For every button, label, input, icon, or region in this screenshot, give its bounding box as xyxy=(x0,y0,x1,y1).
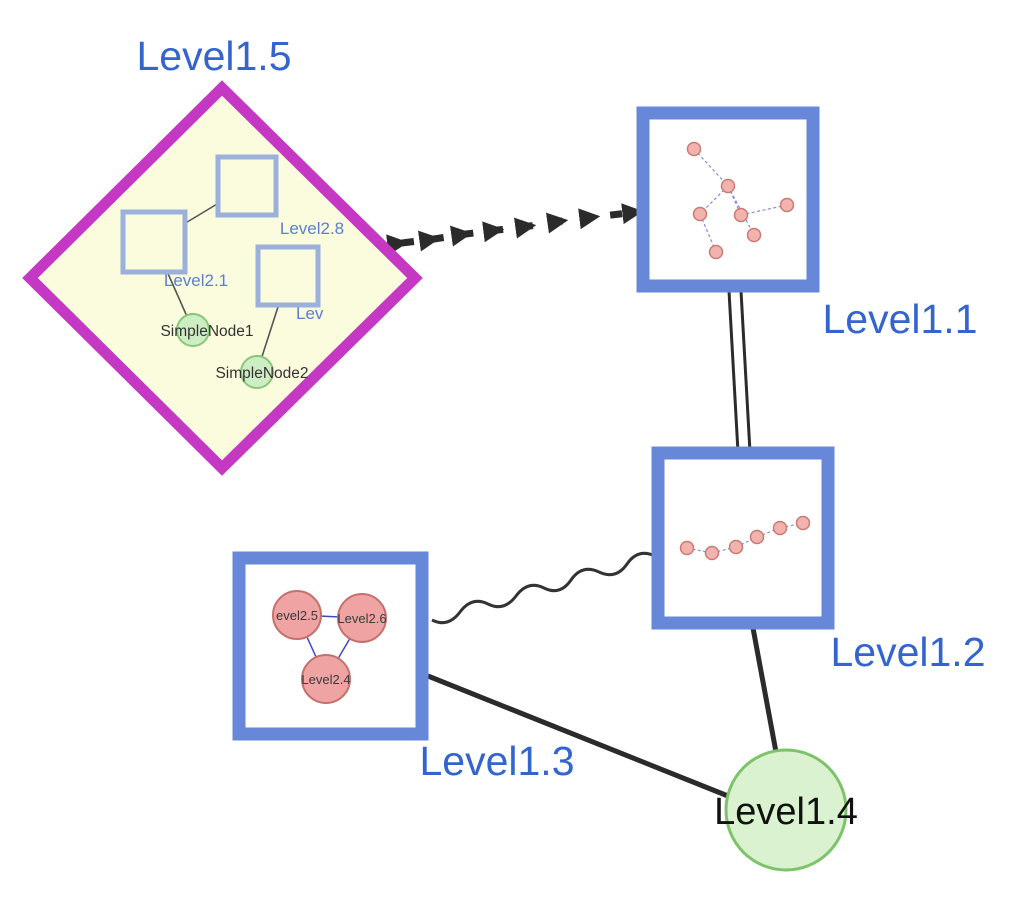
node-level2_4[interactable] xyxy=(301,654,351,704)
level1_5-diamond-shape[interactable] xyxy=(22,80,423,476)
subgraph-node[interactable] xyxy=(772,520,788,536)
node-simplenode2[interactable] xyxy=(240,355,274,389)
label-level2_5: evel2.5 xyxy=(276,608,318,623)
level1_2-subgraph xyxy=(679,515,811,561)
subgraph-node[interactable] xyxy=(746,227,762,243)
label-level2_8: Level2.8 xyxy=(280,219,344,238)
node-level2_6[interactable] xyxy=(337,593,387,643)
label-level1_1: Level1.1 xyxy=(822,296,977,342)
node-level2_1[interactable] xyxy=(120,209,188,275)
subgraph-node[interactable] xyxy=(795,515,811,531)
node-level2_5[interactable] xyxy=(272,590,322,640)
edge-level1_2-to-level1_4[interactable] xyxy=(750,627,779,753)
node-level1_4[interactable]: Level1.4 xyxy=(714,748,858,872)
label-level1_3: Level1.3 xyxy=(419,738,574,784)
edge-level1_3-to-level1_2[interactable] xyxy=(431,551,656,625)
subgraph-node[interactable] xyxy=(686,141,702,157)
edge-level1_5-to-level1_1[interactable] xyxy=(386,203,644,256)
edge-level1_3-to-level1_4[interactable] xyxy=(427,673,734,801)
label-level1_4: Level1.4 xyxy=(714,791,858,833)
node-level1_5[interactable]: Level2.8 Level2.1 Lev SimpleNode1 Simple… xyxy=(22,80,423,476)
level1_3-subgraph: evel2.5 Level2.6 Level2.4 xyxy=(272,590,387,704)
node-level1_1[interactable] xyxy=(636,106,820,293)
subgraph-node[interactable] xyxy=(779,197,795,213)
level1_1-subgraph xyxy=(686,141,795,260)
node-level1_2[interactable] xyxy=(651,446,835,630)
subgraph-node[interactable] xyxy=(679,540,695,556)
label-simplenode2: SimpleNode2 xyxy=(215,365,308,382)
subgraph-node[interactable] xyxy=(728,539,744,555)
label-level2_6: Level2.6 xyxy=(337,611,386,626)
subgraph-node[interactable] xyxy=(704,545,720,561)
subgraph-node[interactable] xyxy=(733,207,749,223)
level1_2-box[interactable] xyxy=(651,446,835,630)
label-level1_2: Level1.2 xyxy=(830,629,985,675)
edge-level1_1-to-level1_2[interactable] xyxy=(727,290,752,453)
level1_4-circle[interactable] xyxy=(724,748,848,872)
label-level1_5: Level1.5 xyxy=(136,33,291,79)
label-level2_1: Level2.1 xyxy=(164,271,228,290)
subgraph-node[interactable] xyxy=(720,178,736,194)
label-level2_4: Level2.4 xyxy=(301,672,350,687)
node-level2_8[interactable] xyxy=(215,154,279,218)
node-level1_3[interactable]: evel2.5 Level2.6 Level2.4 xyxy=(232,551,429,741)
node-simplenode1[interactable] xyxy=(176,313,210,347)
label-simplenode1: SimpleNode1 xyxy=(160,323,253,340)
subgraph-node[interactable] xyxy=(692,206,708,222)
subgraph-node[interactable] xyxy=(749,529,765,545)
level1_3-box[interactable] xyxy=(232,551,429,741)
subgraph-node[interactable] xyxy=(708,244,724,260)
label-level2_clipped: Lev xyxy=(296,304,324,323)
node-level2_clipped[interactable] xyxy=(255,244,321,308)
